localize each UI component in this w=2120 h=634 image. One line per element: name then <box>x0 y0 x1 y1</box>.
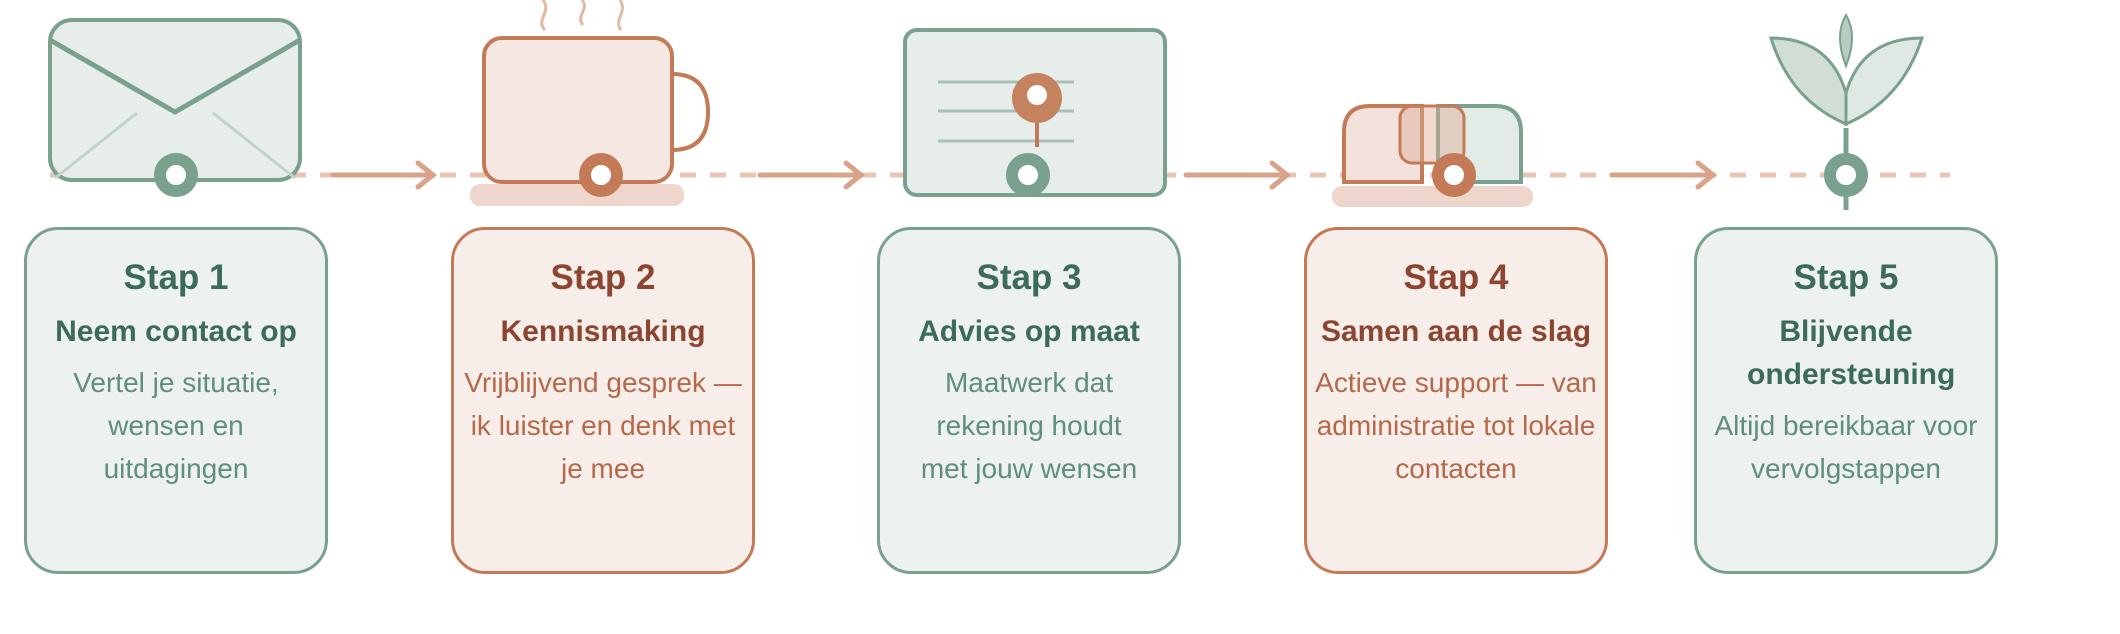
arrow-icon <box>330 160 438 190</box>
step-description: Maatwerk dat rekening houdt met jouw wen… <box>920 367 1138 484</box>
step-number: Stap 3 <box>976 258 1082 297</box>
step-description: Actieve support — van administratie tot … <box>1315 367 1597 484</box>
step-card-2: Stap 2 Kennismaking Vrijblijvend gesprek… <box>451 227 755 574</box>
node-step-2 <box>579 153 623 197</box>
envelope-icon <box>48 18 302 182</box>
handshake-icon <box>1332 104 1533 207</box>
node-step-4 <box>1432 153 1476 197</box>
document-pin-icon <box>903 28 1167 197</box>
step-title: Advies op maat <box>918 315 1140 348</box>
node-step-5 <box>1824 153 1868 197</box>
step-description: Altijd bereikbaar voor vervolgstappen <box>1714 410 1978 484</box>
step-title: Neem contact op <box>55 315 297 348</box>
step-title: Kennismaking <box>500 315 706 348</box>
step-number: Stap 2 <box>550 258 656 297</box>
step-description: Vrijblijvend gesprek — ik luister en den… <box>464 367 742 484</box>
timeline <box>48 0 1950 210</box>
step-card-5: Stap 5 Blijvende ondersteuning Altijd be… <box>1694 227 1998 574</box>
arrow-icon <box>757 160 866 190</box>
coffee-mug-icon <box>470 0 711 206</box>
step-number: Stap 1 <box>123 258 229 297</box>
step-number: Stap 5 <box>1793 258 1899 297</box>
step-description: Vertel je situatie, wensen en uitdaginge… <box>73 367 279 484</box>
step-card-1: Stap 1 Neem contact op Vertel je situati… <box>24 227 328 574</box>
timeline-nodes <box>154 153 1868 197</box>
step-number: Stap 4 <box>1403 258 1509 297</box>
node-step-3 <box>1006 153 1050 197</box>
step-title: Blijvende ondersteuning <box>1747 315 1956 391</box>
node-step-1 <box>154 153 198 197</box>
arrows <box>330 160 1718 190</box>
arrow-icon <box>1609 160 1718 190</box>
step-card-3: Stap 3 Advies op maat Maatwerk dat reken… <box>877 227 1181 574</box>
plant-icon <box>1768 13 1925 210</box>
step-title: Samen aan de slag <box>1320 315 1592 348</box>
arrow-icon <box>1183 160 1292 190</box>
step-card-4: Stap 4 Samen aan de slag Actieve support… <box>1304 227 1608 574</box>
